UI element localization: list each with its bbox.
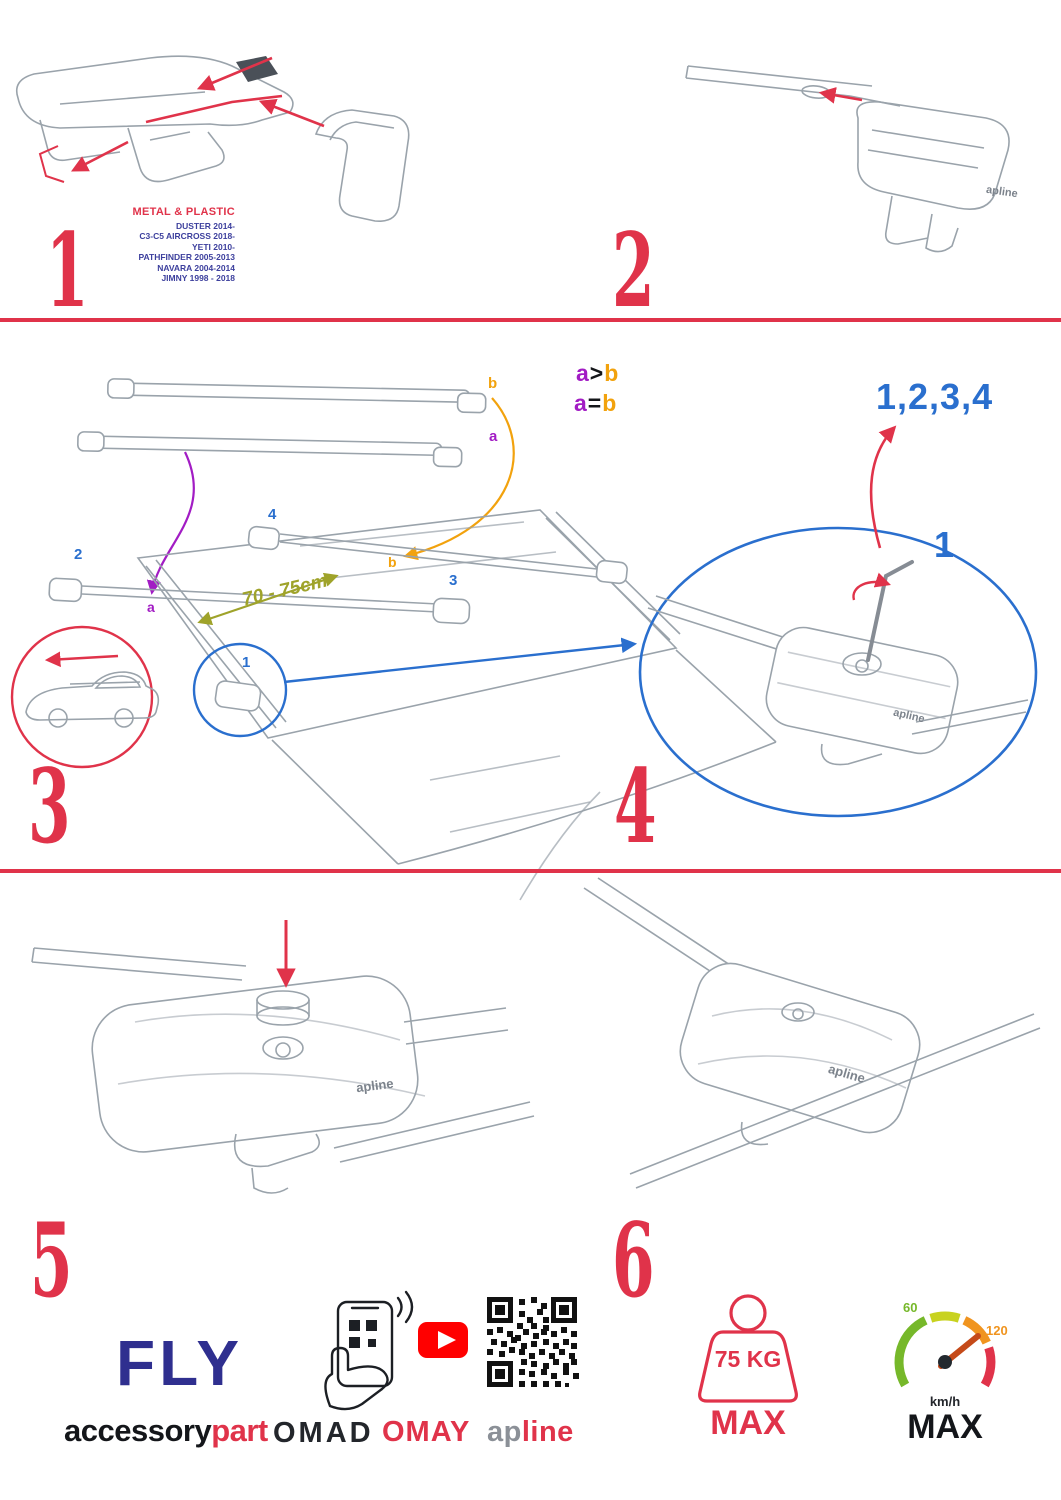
weight-limit-icon bbox=[698, 1294, 798, 1403]
loose-bar-a bbox=[77, 431, 463, 468]
speed-high-label: 120 bbox=[986, 1323, 1008, 1338]
weight-value: 75 KG bbox=[714, 1346, 782, 1372]
qr-code-icon bbox=[487, 1297, 579, 1387]
hand-icon bbox=[324, 1346, 389, 1411]
legend-op: > bbox=[589, 360, 605, 386]
apline-ap-text: ap bbox=[487, 1416, 522, 1448]
omad-logo: OMAD bbox=[273, 1417, 374, 1449]
model-item: DUSTER 2014- bbox=[175, 221, 235, 231]
step1-red-marks bbox=[38, 56, 325, 183]
step4-illustration bbox=[638, 425, 1038, 818]
foot-label-2: 2 bbox=[74, 546, 83, 563]
speedometer-icon bbox=[894, 1311, 996, 1388]
step-1-number: 1 bbox=[46, 211, 89, 331]
roof-label-b: b bbox=[388, 554, 397, 570]
model-list: DUSTER 2014- C3-C5 AIRCROSS 2018- YETI 2… bbox=[95, 221, 235, 283]
step2-red-arrow bbox=[818, 87, 863, 104]
sequence-arrow bbox=[869, 425, 897, 549]
legend-b: b bbox=[604, 360, 620, 386]
model-item: JIMNY 1998 - 2018 bbox=[161, 273, 235, 284]
fly-product-logo: FLY bbox=[116, 1327, 243, 1399]
divider-top bbox=[0, 318, 1061, 322]
foot-label-4: 4 bbox=[268, 506, 277, 523]
foot-label-1: 1 bbox=[242, 654, 251, 671]
step5-illustration bbox=[31, 920, 535, 1194]
step3-illustration bbox=[10, 378, 777, 901]
model-item: YETI 2010- bbox=[192, 241, 235, 252]
speed-max-label: MAX bbox=[907, 1408, 983, 1446]
speed-unit-label: km/h bbox=[929, 1394, 961, 1409]
step6-illustration bbox=[583, 877, 1041, 1189]
foot1-circle bbox=[192, 642, 288, 738]
part-text: part bbox=[211, 1413, 268, 1448]
loose-bar-b bbox=[107, 378, 487, 414]
step2-illustration bbox=[685, 65, 1010, 253]
weight-max-label: MAX bbox=[710, 1404, 786, 1442]
speed-low-label: 60 bbox=[903, 1300, 918, 1315]
model-item: C3-C5 AIRCROSS 2018- bbox=[139, 231, 235, 242]
rotate-arrow bbox=[852, 572, 891, 601]
accessory-text: accessory bbox=[64, 1413, 212, 1448]
legend-a: a bbox=[574, 390, 588, 416]
step1-illustration bbox=[15, 55, 410, 223]
apline-logo: apline bbox=[487, 1416, 574, 1449]
legend-a-gt-b: a>b bbox=[576, 360, 619, 387]
metal-plastic-heading: METAL & PLASTIC bbox=[132, 206, 235, 218]
apline-line-text: line bbox=[521, 1416, 574, 1448]
legend-b: b bbox=[602, 390, 618, 416]
step-3-number: 3 bbox=[28, 747, 71, 867]
zoom-bubble bbox=[638, 526, 1038, 818]
step-6-number: 6 bbox=[612, 1201, 655, 1321]
phone-scan-icon bbox=[324, 1290, 414, 1411]
youtube-icon bbox=[418, 1322, 468, 1358]
step-5-number: 5 bbox=[30, 1201, 73, 1321]
model-item: PATHFINDER 2005-2013 bbox=[138, 252, 235, 263]
model-item: NAVARA 2004-2014 bbox=[157, 262, 235, 273]
accessorypart-logo: accessorypart bbox=[64, 1413, 268, 1449]
zoom-leader bbox=[283, 637, 638, 684]
bar-label-a: a bbox=[489, 428, 498, 445]
logo-cap bbox=[236, 56, 278, 82]
legend-a-eq-b: a=b bbox=[574, 390, 617, 417]
divider-bottom bbox=[0, 869, 1061, 873]
foot-label-3: 3 bbox=[449, 572, 458, 589]
step-2-number: 2 bbox=[612, 211, 655, 331]
legend-op: = bbox=[587, 390, 603, 416]
omay-logo: OMAY bbox=[382, 1416, 471, 1448]
roof-label-a: a bbox=[147, 599, 155, 615]
step-4-number: 4 bbox=[614, 747, 657, 867]
foot-callout-1: 1 bbox=[934, 524, 955, 565]
tighten-sequence: 1,2,3,4 bbox=[876, 376, 994, 417]
legend-a: a bbox=[576, 360, 590, 386]
purple-curve bbox=[146, 451, 195, 595]
measure-arrow bbox=[197, 572, 339, 626]
car-inset-icon bbox=[10, 625, 160, 769]
bar-label-b: b bbox=[488, 375, 498, 392]
orange-curve bbox=[403, 397, 515, 561]
